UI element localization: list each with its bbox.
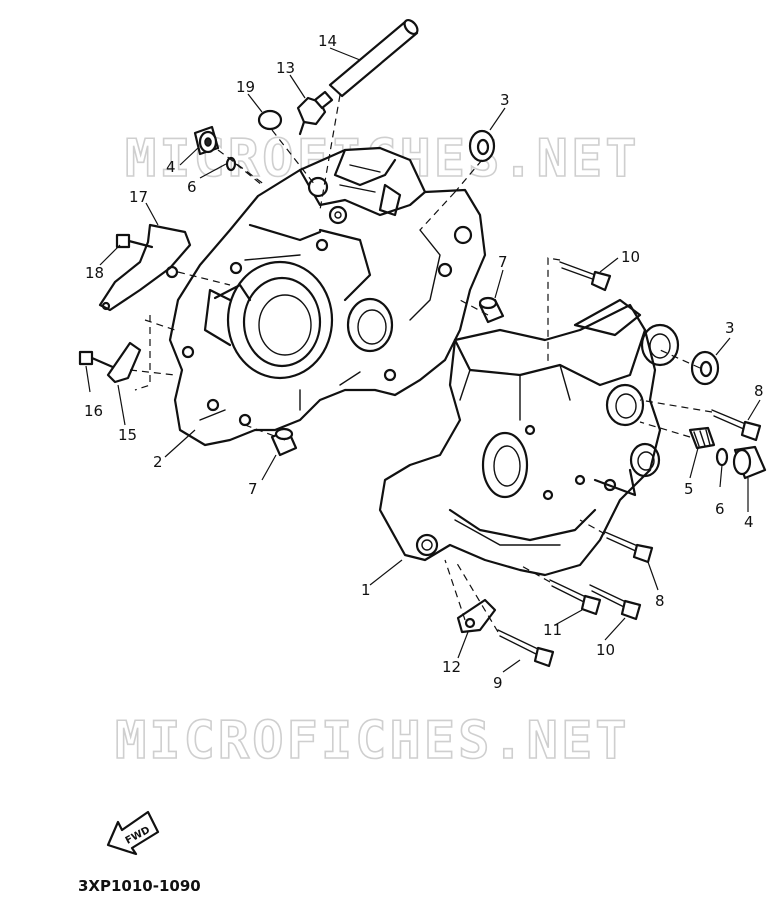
- callout-11: 11: [543, 621, 562, 639]
- assembly-guide-lines: [129, 94, 713, 633]
- callout-4-right: 4: [744, 513, 754, 531]
- callout-6-right: 6: [715, 500, 725, 518]
- bolt-part-10-top: [559, 261, 612, 292]
- callout-10-lower: 10: [596, 641, 615, 659]
- callout-5: 5: [684, 480, 694, 498]
- callout-15: 15: [118, 426, 137, 444]
- bushing-part-4-right: [732, 445, 767, 480]
- callout-7-right: 7: [498, 253, 508, 271]
- dowel-part-7-right: [478, 296, 505, 324]
- bolt-part-8-lower: [604, 531, 654, 564]
- callout-17: 17: [129, 188, 148, 206]
- o-ring-part-6-right: [715, 447, 729, 467]
- callout-3-right: 3: [725, 319, 735, 337]
- elbow-fitting-part-13: [296, 90, 334, 136]
- callout-7-left: 7: [248, 480, 258, 498]
- callout-labels: 1 2 3 3 4 4 5 6 6 7 7 8 8 9 10 10 11 12 …: [84, 32, 764, 692]
- bolt-part-10-lower: [589, 584, 642, 621]
- callout-6-left: 6: [187, 178, 197, 196]
- watermark-bottom: MICROFICHES.NET: [115, 711, 630, 771]
- callout-12: 12: [442, 658, 461, 676]
- callout-14: 14: [318, 32, 337, 50]
- callout-8-lower: 8: [655, 592, 665, 610]
- callout-13: 13: [276, 59, 295, 77]
- clip-part-15: [106, 341, 142, 384]
- bolt-part-9: [497, 629, 555, 668]
- reference-code: 3XP1010-1090: [78, 877, 201, 895]
- pipe-part-14: [328, 18, 419, 98]
- callout-1: 1: [361, 581, 371, 599]
- bracket-part-17: [98, 223, 192, 312]
- crankcase-left: [168, 146, 487, 447]
- seal-part-3-top: [468, 129, 496, 163]
- screw-part-16: [78, 350, 117, 370]
- callout-8-top: 8: [754, 382, 764, 400]
- screw-part-18: [115, 233, 154, 249]
- callout-3-top: 3: [500, 91, 510, 109]
- bolt-part-8-top: [711, 409, 762, 442]
- callout-10-top: 10: [621, 248, 640, 266]
- callout-4-left: 4: [166, 158, 176, 176]
- bracket-part-12: [456, 598, 497, 634]
- callout-18: 18: [85, 264, 104, 282]
- o-ring-part-6-left: [225, 156, 237, 172]
- crankcase-right: [378, 298, 680, 577]
- callout-9: 9: [493, 674, 503, 692]
- callout-2: 2: [153, 453, 163, 471]
- dowel-part-7-left: [270, 427, 298, 457]
- bushing-part-4-left: [193, 125, 220, 156]
- seal-part-3-right: [690, 350, 720, 386]
- callout-16: 16: [84, 402, 103, 420]
- spring-part-5: [688, 426, 716, 450]
- cap-part-19: [257, 109, 283, 131]
- callout-19: 19: [236, 78, 255, 96]
- leader-lines: [85, 47, 761, 673]
- forward-arrow-icon: FWD: [106, 810, 160, 856]
- bolt-part-11: [549, 579, 602, 616]
